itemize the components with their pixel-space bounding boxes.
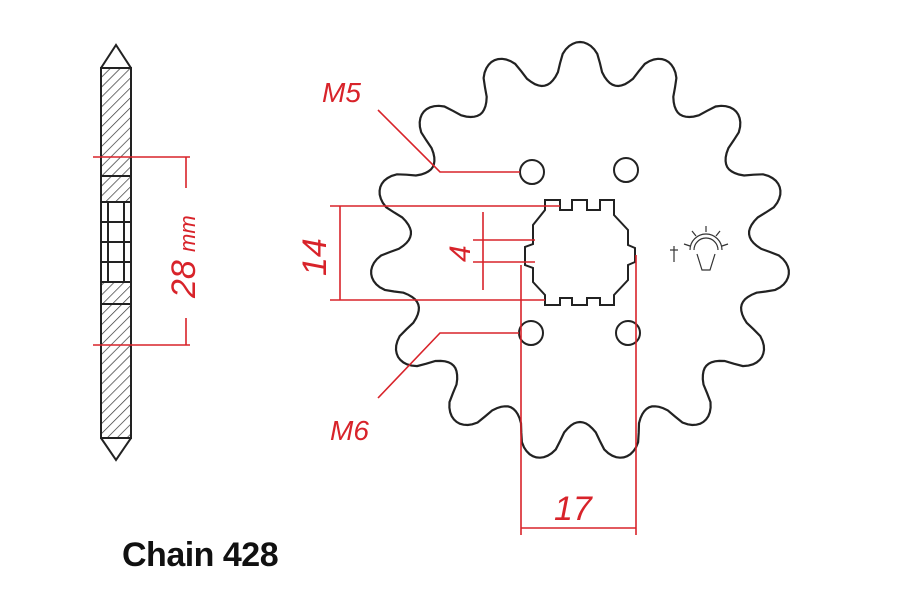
bolt-label-m6: M6 <box>330 415 369 446</box>
width-unit: mm <box>175 215 200 252</box>
key-label-4: 4 <box>444 245 477 262</box>
width-value: 28 <box>165 260 203 299</box>
profile-hatch-top <box>100 67 132 177</box>
bore-label-14: 14 <box>296 238 334 276</box>
profile-top-tip <box>100 43 132 69</box>
bolt-hole-bottom-right <box>615 320 641 346</box>
bolt-hole-bottom-left <box>518 320 544 346</box>
profile-hatch-mid-b <box>100 281 132 305</box>
profile-hatch-bottom <box>100 303 132 439</box>
side-profile <box>100 43 132 462</box>
profile-bottom-tip <box>100 437 132 462</box>
m5-leader <box>377 109 520 173</box>
front-dimensions <box>330 109 637 535</box>
m6-leader <box>377 332 519 399</box>
spline-label-17: 17 <box>554 490 593 528</box>
bolt-label-m5: M5 <box>322 77 361 108</box>
bolt-hole-top-left <box>519 159 545 185</box>
profile-hatch-mid-a <box>100 175 132 203</box>
bolt-hole-top-right <box>613 157 639 183</box>
chain-caption: Chain 428 <box>122 536 279 574</box>
width-dimension <box>93 156 190 346</box>
spline-bore <box>524 199 636 306</box>
logo-mark <box>670 226 729 271</box>
sprocket-front <box>370 40 790 459</box>
